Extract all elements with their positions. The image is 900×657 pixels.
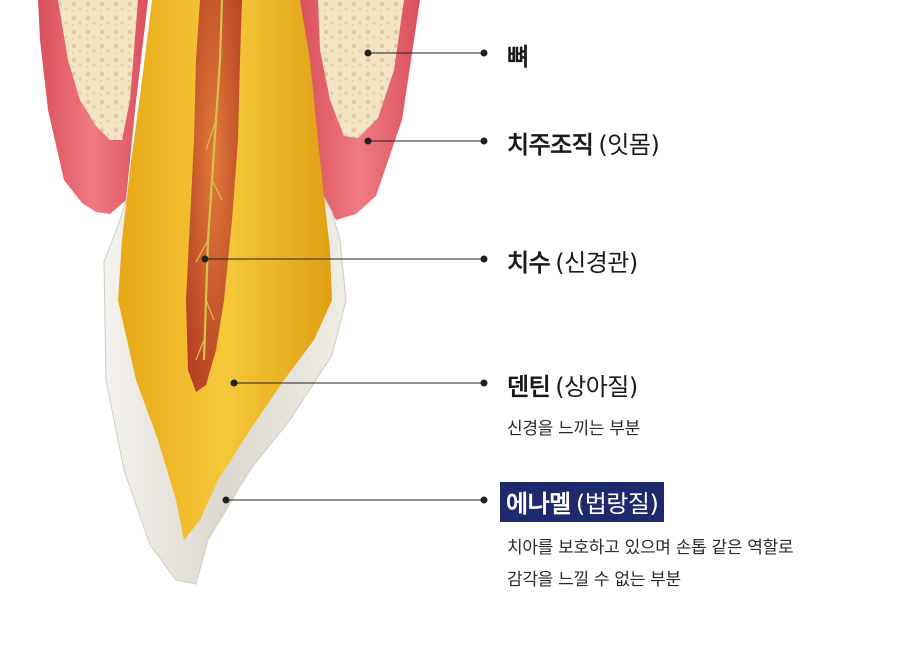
label-periodontal-paren: (잇몸) (598, 131, 659, 159)
label-bone: 뼈 (507, 37, 529, 72)
enamel-description-line1: 치아를 보호하고 있으며 손톱 같은 역할로 (507, 533, 793, 563)
label-dentin-name: 덴틴 (507, 373, 550, 401)
label-dentin-paren: (상아질) (555, 373, 637, 401)
label-periodontal-name: 치주조직 (507, 131, 593, 159)
dentin-description: 신경을 느끼는 부분 (507, 414, 640, 444)
label-enamel-paren: (법랑질) (576, 490, 658, 518)
label-enamel: 에나멜 (법랑질) (500, 482, 664, 522)
label-pulp-paren: (신경관) (555, 249, 637, 277)
label-bone-name: 뼈 (507, 43, 529, 71)
label-periodontal: 치주조직 (잇몸) (507, 125, 659, 160)
label-enamel-name: 에나멜 (506, 490, 571, 518)
leader-enamel (223, 497, 488, 504)
enamel-description-line2: 감각을 느낄 수 없는 부분 (507, 565, 681, 595)
label-pulp: 치수 (신경관) (507, 243, 638, 278)
label-dentin: 덴틴 (상아질) (507, 367, 638, 402)
label-pulp-name: 치수 (507, 249, 550, 277)
